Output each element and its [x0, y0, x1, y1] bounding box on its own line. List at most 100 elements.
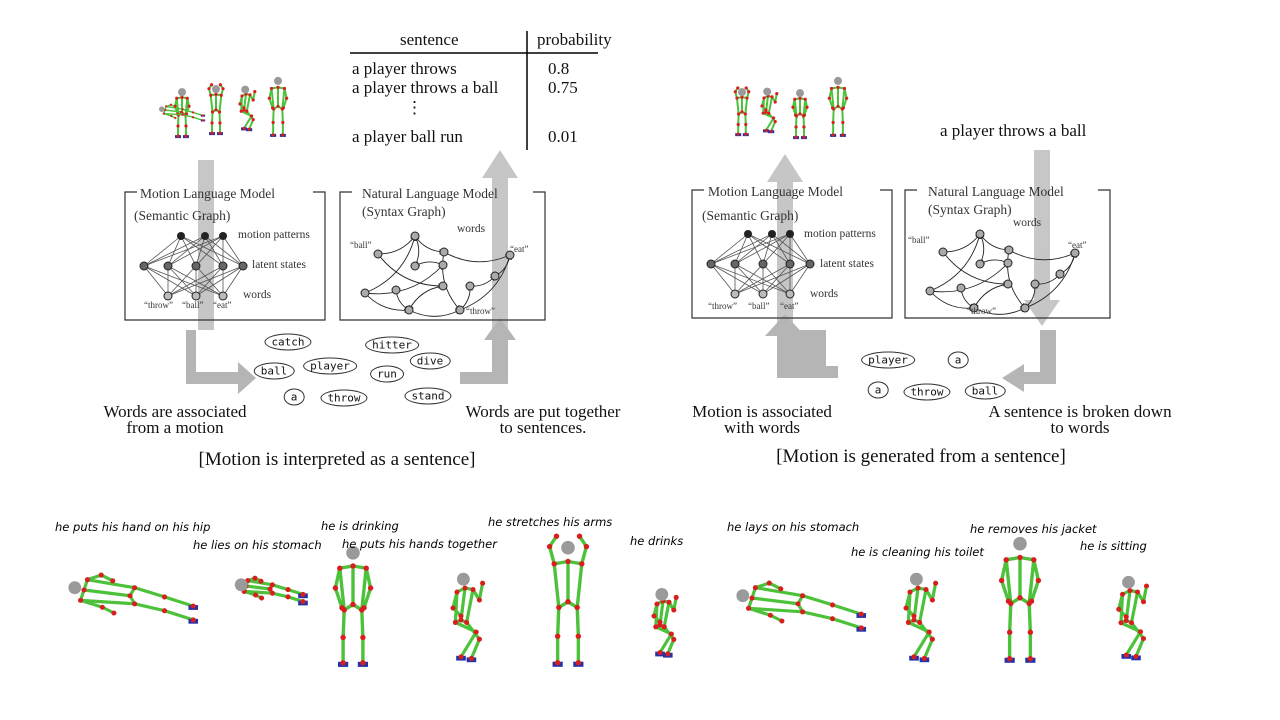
skeleton-joint: [1116, 606, 1122, 612]
skeleton-joint: [565, 599, 571, 605]
skeleton-joint: [458, 654, 464, 660]
skeleton-limb: [162, 609, 195, 622]
skeleton-joint: [1006, 655, 1013, 662]
skeleton-joint: [341, 607, 347, 613]
skeleton-head: [241, 85, 250, 94]
skeleton-joint: [210, 131, 214, 135]
skeleton-joint: [1031, 557, 1037, 563]
skeleton-figure: [998, 536, 1042, 663]
skeleton-head: [68, 581, 82, 595]
word-bubble: ball: [253, 362, 295, 380]
skeleton-joint: [452, 619, 458, 625]
skeleton-joint: [579, 561, 585, 567]
skeleton-figure: [760, 87, 779, 134]
graph-edge: [762, 233, 791, 265]
skeleton-joint: [551, 561, 557, 567]
skeleton-joint: [764, 128, 768, 132]
graph-edge: [789, 263, 811, 295]
skeleton-joint: [173, 105, 177, 108]
skeleton-limb: [270, 583, 290, 592]
skeleton-limb: [162, 595, 195, 608]
skeleton-joint: [1133, 653, 1139, 660]
skeleton-limb: [662, 625, 676, 642]
caption-line: Words are associated: [103, 402, 247, 421]
skeleton-limb: [746, 606, 805, 614]
skeleton-joint: [917, 619, 923, 625]
caption-line: Words are put together: [465, 402, 621, 421]
skeleton-limb: [1027, 601, 1033, 634]
word-bubble: stand: [404, 387, 452, 405]
skeleton-figure: [903, 572, 939, 663]
skeleton-figure: [159, 103, 206, 122]
skeleton-limb: [333, 586, 344, 610]
latent-state-node: [191, 261, 201, 271]
syntax-node: [1004, 245, 1014, 255]
skeleton-head: [736, 589, 750, 603]
word-bubble: ball: [964, 382, 1006, 400]
skeleton-joint: [110, 578, 116, 584]
skeleton-joint: [458, 613, 464, 619]
skeleton-joint: [911, 613, 917, 619]
skeleton-joint: [99, 604, 105, 610]
word-node-label: “ball”: [182, 300, 204, 310]
syntax-node: [404, 305, 414, 315]
skeleton-joint: [185, 96, 189, 100]
skeleton-limb: [240, 95, 243, 113]
word-bubble: catch: [264, 333, 312, 351]
latent-state-node: [706, 259, 716, 269]
skeleton-joint: [737, 112, 741, 116]
skeleton-head: [1122, 575, 1135, 589]
skeleton-joint: [673, 594, 679, 600]
skeleton-figure: [332, 546, 374, 667]
skeleton-limb: [248, 118, 255, 131]
syntax-node: [410, 261, 420, 271]
skeleton-figure: [238, 85, 257, 132]
skeleton-limb: [999, 578, 1011, 603]
graph-edge: [167, 265, 244, 297]
skeleton-limb: [164, 109, 182, 113]
skeleton-head: [1013, 536, 1027, 551]
language-model-subtitle: (Syntax Graph): [928, 202, 1012, 217]
skeleton-joint: [733, 90, 737, 94]
skeleton-figure: [736, 580, 867, 632]
table-ellipsis: ⋮: [406, 98, 423, 117]
skeleton-joint: [281, 120, 285, 125]
skeleton-joint: [832, 107, 836, 111]
graph-edge: [167, 265, 197, 297]
skeleton-limb: [767, 112, 777, 123]
skeleton-joint: [770, 95, 774, 99]
syntax-node: [1020, 303, 1030, 313]
skeleton-joint: [929, 597, 935, 603]
motion-caption: he drinks: [630, 534, 684, 548]
syntax-edge: [979, 233, 1010, 253]
skeleton-joint: [800, 593, 806, 599]
skeleton-limb: [1029, 578, 1041, 603]
skeleton-joint: [132, 585, 138, 591]
skeleton-joint: [253, 90, 257, 94]
motion-caption: he is sitting: [1080, 539, 1147, 553]
latent-state-node: [805, 259, 815, 269]
motion-pattern-node: [768, 230, 776, 238]
skeleton-joint: [337, 565, 343, 571]
skeleton-limb: [832, 108, 835, 124]
skeleton-joint: [221, 87, 225, 91]
skeleton-joint: [269, 582, 275, 588]
word-bubble: run: [370, 365, 404, 383]
skeleton-joint: [760, 104, 764, 108]
skeleton-joint: [907, 589, 913, 595]
syntax-node: [373, 249, 383, 259]
right-panel-title: [Motion is generated from a sentence]: [776, 446, 1066, 467]
graph-edge: [710, 263, 764, 295]
skeleton-joint: [161, 594, 168, 600]
skeleton-joint: [162, 112, 165, 115]
skeleton-limb: [802, 98, 807, 117]
syntax-node-label: “throw”: [967, 306, 996, 316]
graph-edge: [167, 235, 224, 267]
skeleton-limb: [770, 120, 777, 133]
syntax-edge: [408, 309, 461, 317]
left-panel-title: [Motion is interpreted as a sentence]: [198, 449, 476, 470]
skeleton-joint: [767, 612, 773, 618]
graph-edge: [143, 235, 206, 267]
box-border: [124, 191, 326, 321]
